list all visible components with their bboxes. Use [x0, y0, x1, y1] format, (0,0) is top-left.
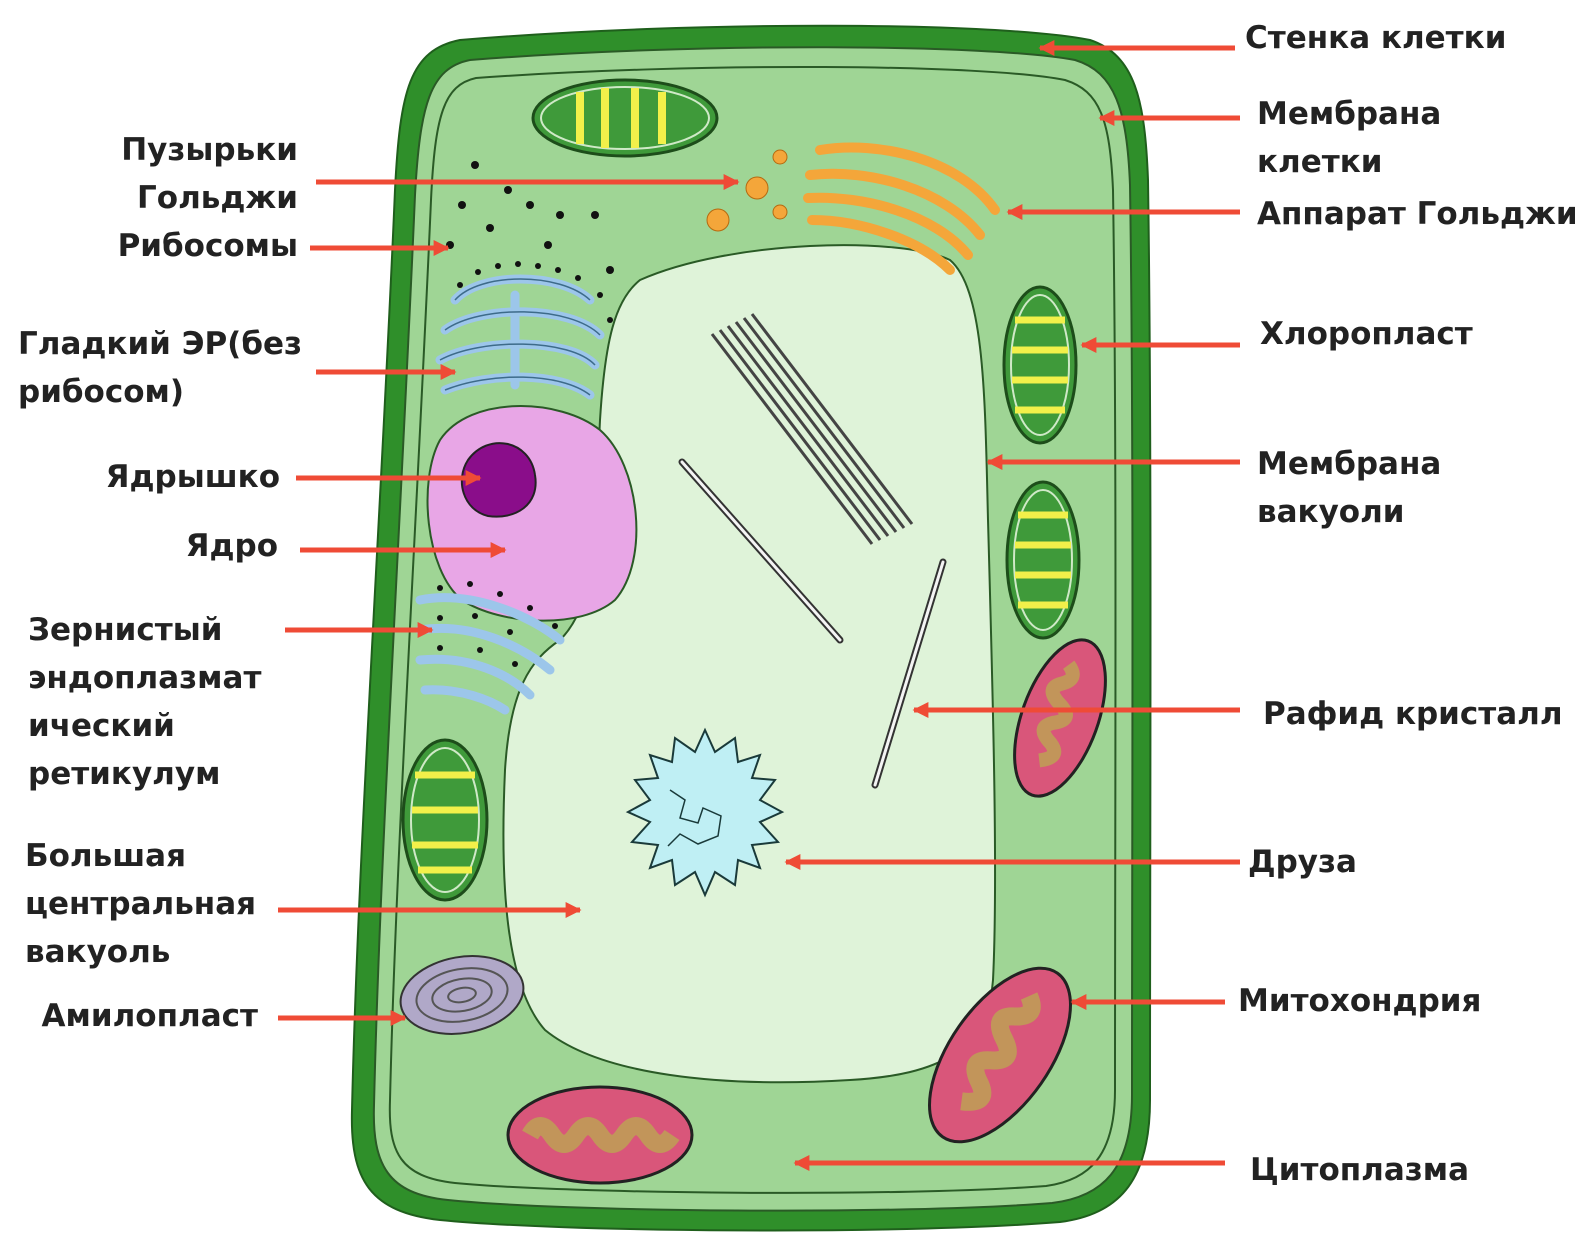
- label-chloroplast: Хлоропласт: [1260, 310, 1473, 358]
- chloroplast-top: [533, 80, 717, 156]
- label-cell-membrane: Мембрана клетки: [1257, 90, 1441, 186]
- nucleus: [428, 406, 637, 621]
- label-amyloplast: Амилопласт: [20, 992, 258, 1040]
- chloroplast-right-upper: [1004, 287, 1076, 443]
- chloroplast-right-lower: [1007, 482, 1079, 638]
- label-golgi-vesicles: Пузырьки Гольджи: [100, 126, 298, 222]
- label-smooth-er: Гладкий ЭР(без рибосом): [18, 320, 302, 416]
- label-ribosomes: Рибосомы: [100, 222, 298, 270]
- label-nucleus: Ядро: [80, 522, 278, 570]
- label-nucleolus: Ядрышко: [80, 453, 280, 501]
- label-raphide-crystal: Рафид кристалл: [1263, 690, 1563, 738]
- label-mitochondrion: Митохондрия: [1238, 977, 1481, 1025]
- label-vacuole-membrane: Мембрана вакуоли: [1257, 440, 1441, 536]
- label-central-vacuole: Большая центральная вакуоль: [25, 832, 256, 976]
- mitochondrion-bottom: [508, 1087, 692, 1183]
- label-rough-er: Зернистый эндоплазмат ический ретикулум: [28, 606, 261, 798]
- chloroplast-left: [403, 740, 487, 900]
- label-druse: Друза: [1248, 838, 1357, 886]
- label-golgi-apparatus: Аппарат Гольджи: [1257, 190, 1578, 238]
- label-cytoplasm: Цитоплазма: [1250, 1146, 1469, 1194]
- label-cell-wall: Стенка клетки: [1245, 14, 1506, 62]
